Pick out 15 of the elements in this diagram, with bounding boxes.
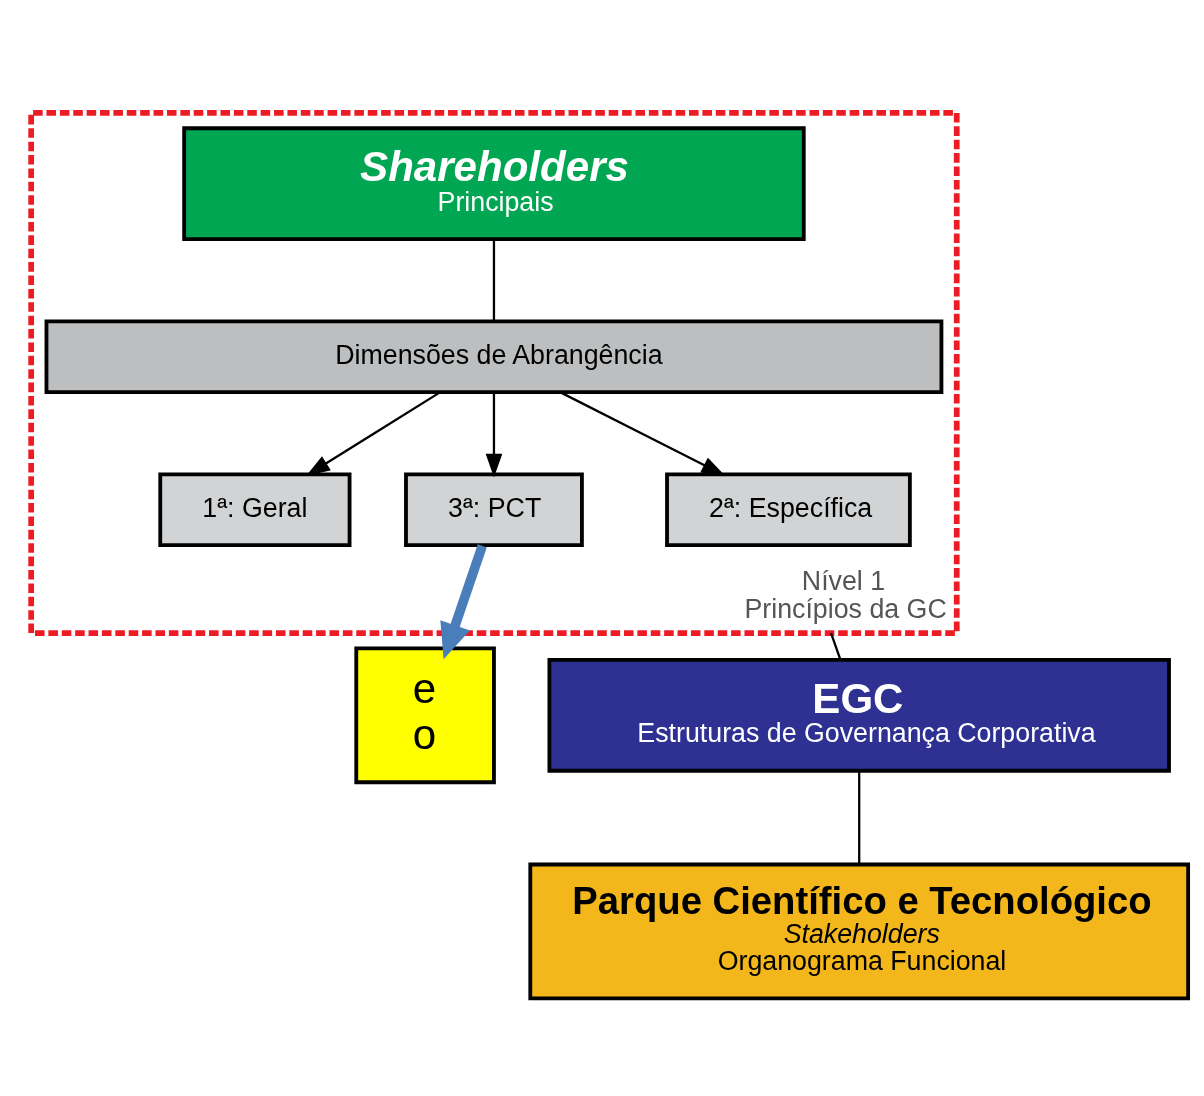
connector [858, 770, 861, 864]
node-box: Shareholders Principais [182, 126, 806, 242]
node-box: e o [354, 646, 496, 785]
arrow [559, 391, 726, 476]
connector [492, 239, 496, 322]
node-box: Parque Científico e Tecnológico Stakeholders Organograma Funcional [528, 862, 1191, 1001]
node-box: 3ª: PCT [404, 472, 584, 548]
arrow [440, 544, 487, 660]
arrow [306, 391, 441, 476]
node-box: 2ª: Específica [665, 472, 912, 548]
node-box: Dimensões de Abrangência [44, 319, 944, 395]
node-box: EGC Estruturas de Governança Corporativa [547, 657, 1171, 773]
connector [829, 632, 842, 660]
arrow [485, 392, 503, 478]
node-box: 1ª: Geral [158, 472, 352, 548]
